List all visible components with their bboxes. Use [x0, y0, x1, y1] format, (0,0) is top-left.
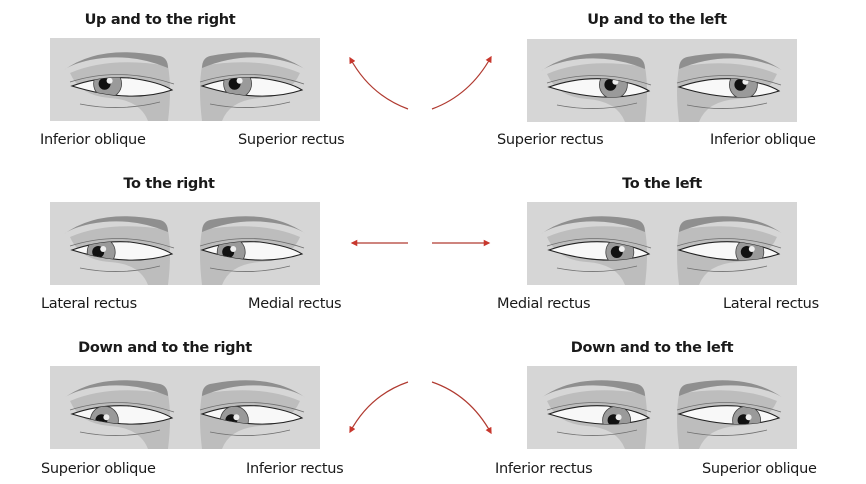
lower-lid-line — [79, 429, 161, 436]
highlight — [233, 414, 240, 421]
eyelid-crease — [546, 75, 652, 86]
lower-lid-line — [686, 429, 768, 436]
panel-title: Up and to the right — [84, 12, 236, 28]
highlight — [236, 77, 243, 84]
muscle-label-left: Inferior rectus — [495, 461, 593, 477]
left-eye — [546, 75, 652, 109]
lower-lid-line — [556, 265, 638, 272]
left-eyebrow — [541, 216, 645, 234]
left-eyebrow — [541, 380, 645, 398]
left-eye — [69, 74, 175, 108]
lower-lid-line — [79, 265, 161, 272]
panel-title: Down and to the left — [570, 340, 734, 356]
lower-lid-line — [556, 429, 638, 436]
lower-lid-line — [209, 265, 291, 272]
highlight — [103, 414, 110, 421]
eyelid-crease — [676, 238, 782, 249]
panel-title: Down and to the right — [78, 340, 252, 356]
eyes-illustration — [527, 202, 797, 285]
eyelid-crease — [69, 402, 175, 413]
right-eye — [676, 75, 782, 109]
muscle-label-left: Lateral rectus — [41, 296, 137, 312]
highlight — [100, 246, 107, 252]
lower-lid-line — [556, 102, 638, 109]
highlight — [618, 246, 625, 252]
right-eye — [676, 402, 782, 436]
muscle-label-right: Inferior rectus — [246, 461, 344, 477]
muscle-label-right: Medial rectus — [248, 296, 342, 312]
arrow-up-left-curved-icon — [349, 56, 409, 110]
lower-lid-line — [79, 101, 161, 108]
right-eyebrow — [202, 52, 306, 70]
highlight — [615, 414, 622, 421]
highlight — [230, 246, 237, 252]
left-eyebrow — [64, 52, 168, 70]
eyelid-crease — [69, 74, 175, 85]
eyes-illustration — [50, 366, 320, 449]
left-eye — [69, 402, 175, 436]
eyelid-crease — [546, 402, 652, 413]
eyelid-crease — [546, 238, 652, 249]
eyes-illustration — [50, 202, 320, 285]
eyelid-crease — [676, 75, 782, 86]
lower-lid-line — [209, 101, 291, 108]
muscle-label-left: Medial rectus — [497, 296, 591, 312]
muscle-label-right: Inferior oblique — [710, 132, 816, 148]
muscle-label-left: Superior rectus — [497, 132, 604, 148]
highlight — [106, 77, 113, 84]
muscle-label-left: Inferior oblique — [40, 132, 146, 148]
eyelid-crease — [199, 74, 305, 85]
muscle-label-right: Lateral rectus — [723, 296, 819, 312]
arrow-down-right-curved-icon — [431, 381, 492, 435]
highlight — [745, 414, 752, 421]
highlight — [748, 246, 755, 252]
left-eyebrow — [64, 216, 168, 234]
right-eye — [199, 74, 305, 108]
arrow-up-right-curved-icon — [431, 55, 492, 110]
panel-title: Up and to the left — [587, 12, 727, 28]
right-eyebrow — [679, 53, 783, 71]
panel-title: To the left — [622, 176, 702, 192]
left-eye — [546, 238, 652, 272]
right-eyebrow — [679, 380, 783, 398]
lower-lid-line — [686, 102, 768, 109]
muscle-label-right: Superior rectus — [238, 132, 345, 148]
panel-title: To the right — [123, 176, 215, 192]
eyelid-crease — [676, 402, 782, 413]
eyelid-crease — [199, 238, 305, 249]
right-eyebrow — [202, 380, 306, 398]
muscle-label-left: Superior oblique — [41, 461, 156, 477]
eyes-illustration — [50, 38, 320, 121]
left-eyebrow — [64, 380, 168, 398]
arrow-down-left-curved-icon — [349, 381, 409, 434]
right-eyebrow — [202, 216, 306, 234]
eyelid-crease — [69, 238, 175, 249]
eyes-illustration — [527, 39, 797, 122]
right-eye — [676, 238, 782, 272]
lower-lid-line — [686, 265, 768, 272]
right-eye — [199, 402, 305, 436]
lower-lid-line — [209, 429, 291, 436]
muscle-label-right: Superior oblique — [702, 461, 817, 477]
eyes-illustration — [527, 366, 797, 449]
eyelid-crease — [199, 402, 305, 413]
left-eyebrow — [541, 53, 645, 71]
right-eyebrow — [679, 216, 783, 234]
